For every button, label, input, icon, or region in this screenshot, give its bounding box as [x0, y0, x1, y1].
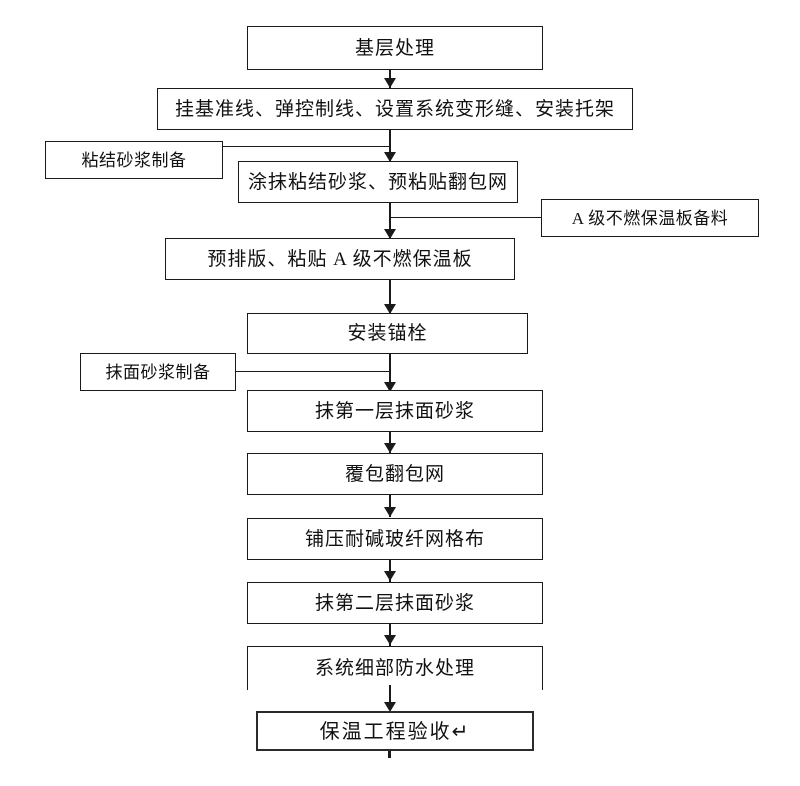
side-node-bond-mortar-prep[interactable]: 粘结砂浆制备 [45, 141, 223, 179]
connector-n4-n5 [389, 280, 391, 314]
flow-node-label: 覆包翻包网 [344, 463, 445, 485]
connector-insulation-board-supply [389, 217, 541, 218]
arrowhead-n6-n7 [384, 443, 396, 453]
flow-node-label: 抹第一层抹面砂浆 [314, 400, 475, 422]
flow-node-alkali-resistant-mesh[interactable]: 铺压耐碱玻纤网格布 [247, 518, 543, 560]
flow-node-waterproofing-details[interactable]: 系统细部防水处理 [247, 646, 543, 690]
connector-plaster-mortar-prep [236, 371, 390, 372]
arrowhead-n1-n2 [384, 78, 396, 88]
flow-node-label: 基层处理 [354, 37, 435, 59]
side-node-insulation-board-supply[interactable]: A 级不燃保温板备料 [541, 199, 759, 237]
flow-node-label: 铺压耐碱玻纤网格布 [304, 528, 485, 550]
connector-n2-n3 [389, 130, 391, 162]
arrowhead-n8-n9 [384, 571, 396, 581]
flow-node-second-plaster-layer[interactable]: 抹第二层抹面砂浆 [247, 582, 543, 624]
connector-n7-n8 [389, 495, 391, 517]
arrowhead-n10-n11 [384, 702, 396, 712]
side-node-label: 粘结砂浆制备 [81, 150, 187, 170]
flow-node-apply-bond-mortar[interactable]: 涂抹粘结砂浆、预粘贴翻包网 [238, 161, 518, 203]
flow-node-setout-lines[interactable]: 挂基准线、弹控制线、设置系统变形缝、安装托架 [157, 88, 633, 130]
connector-tail-stub [388, 751, 391, 758]
flow-node-install-anchors[interactable]: 安装锚栓 [247, 313, 528, 354]
flow-node-label: 抹第二层抹面砂浆 [314, 592, 475, 614]
side-node-label: 抹面砂浆制备 [105, 362, 211, 382]
flow-node-wrap-mesh[interactable]: 覆包翻包网 [247, 453, 543, 495]
flow-node-label: 涂抹粘结砂浆、预粘贴翻包网 [247, 171, 508, 193]
flow-node-label: 安装锚栓 [347, 323, 428, 344]
flow-node-base-treatment[interactable]: 基层处理 [247, 26, 543, 70]
flow-node-label: 系统细部防水处理 [314, 658, 475, 679]
flow-node-first-plaster-layer[interactable]: 抹第一层抹面砂浆 [247, 390, 543, 432]
arrowhead-n3-n4 [384, 229, 396, 239]
connector-bond-mortar-prep [223, 146, 390, 147]
flow-node-insulation-acceptance[interactable]: 保温工程验收↵ [256, 711, 534, 751]
flow-node-label: 挂基准线、弹控制线、设置系统变形缝、安装托架 [174, 98, 615, 120]
arrowhead-n4-n5 [384, 304, 396, 314]
flow-node-paste-insulation-board[interactable]: 预排版、粘贴 A 级不燃保温板 [165, 238, 515, 280]
side-node-plaster-mortar-prep[interactable]: 抹面砂浆制备 [80, 353, 236, 391]
arrowhead-n7-n8 [384, 507, 396, 517]
arrowhead-n2-n3 [384, 152, 396, 162]
connector-n3-n4 [389, 203, 391, 239]
connector-n10-n11 [389, 685, 391, 710]
connector-n5-n6 [389, 354, 391, 392]
side-node-label: A 级不燃保温板备料 [571, 208, 729, 228]
flow-node-label: 保温工程验收↵ [319, 719, 471, 743]
arrowhead-n5-n6 [384, 382, 396, 392]
arrowhead-n9-n10 [384, 635, 396, 645]
flow-node-label: 预排版、粘贴 A 级不燃保温板 [207, 248, 473, 270]
